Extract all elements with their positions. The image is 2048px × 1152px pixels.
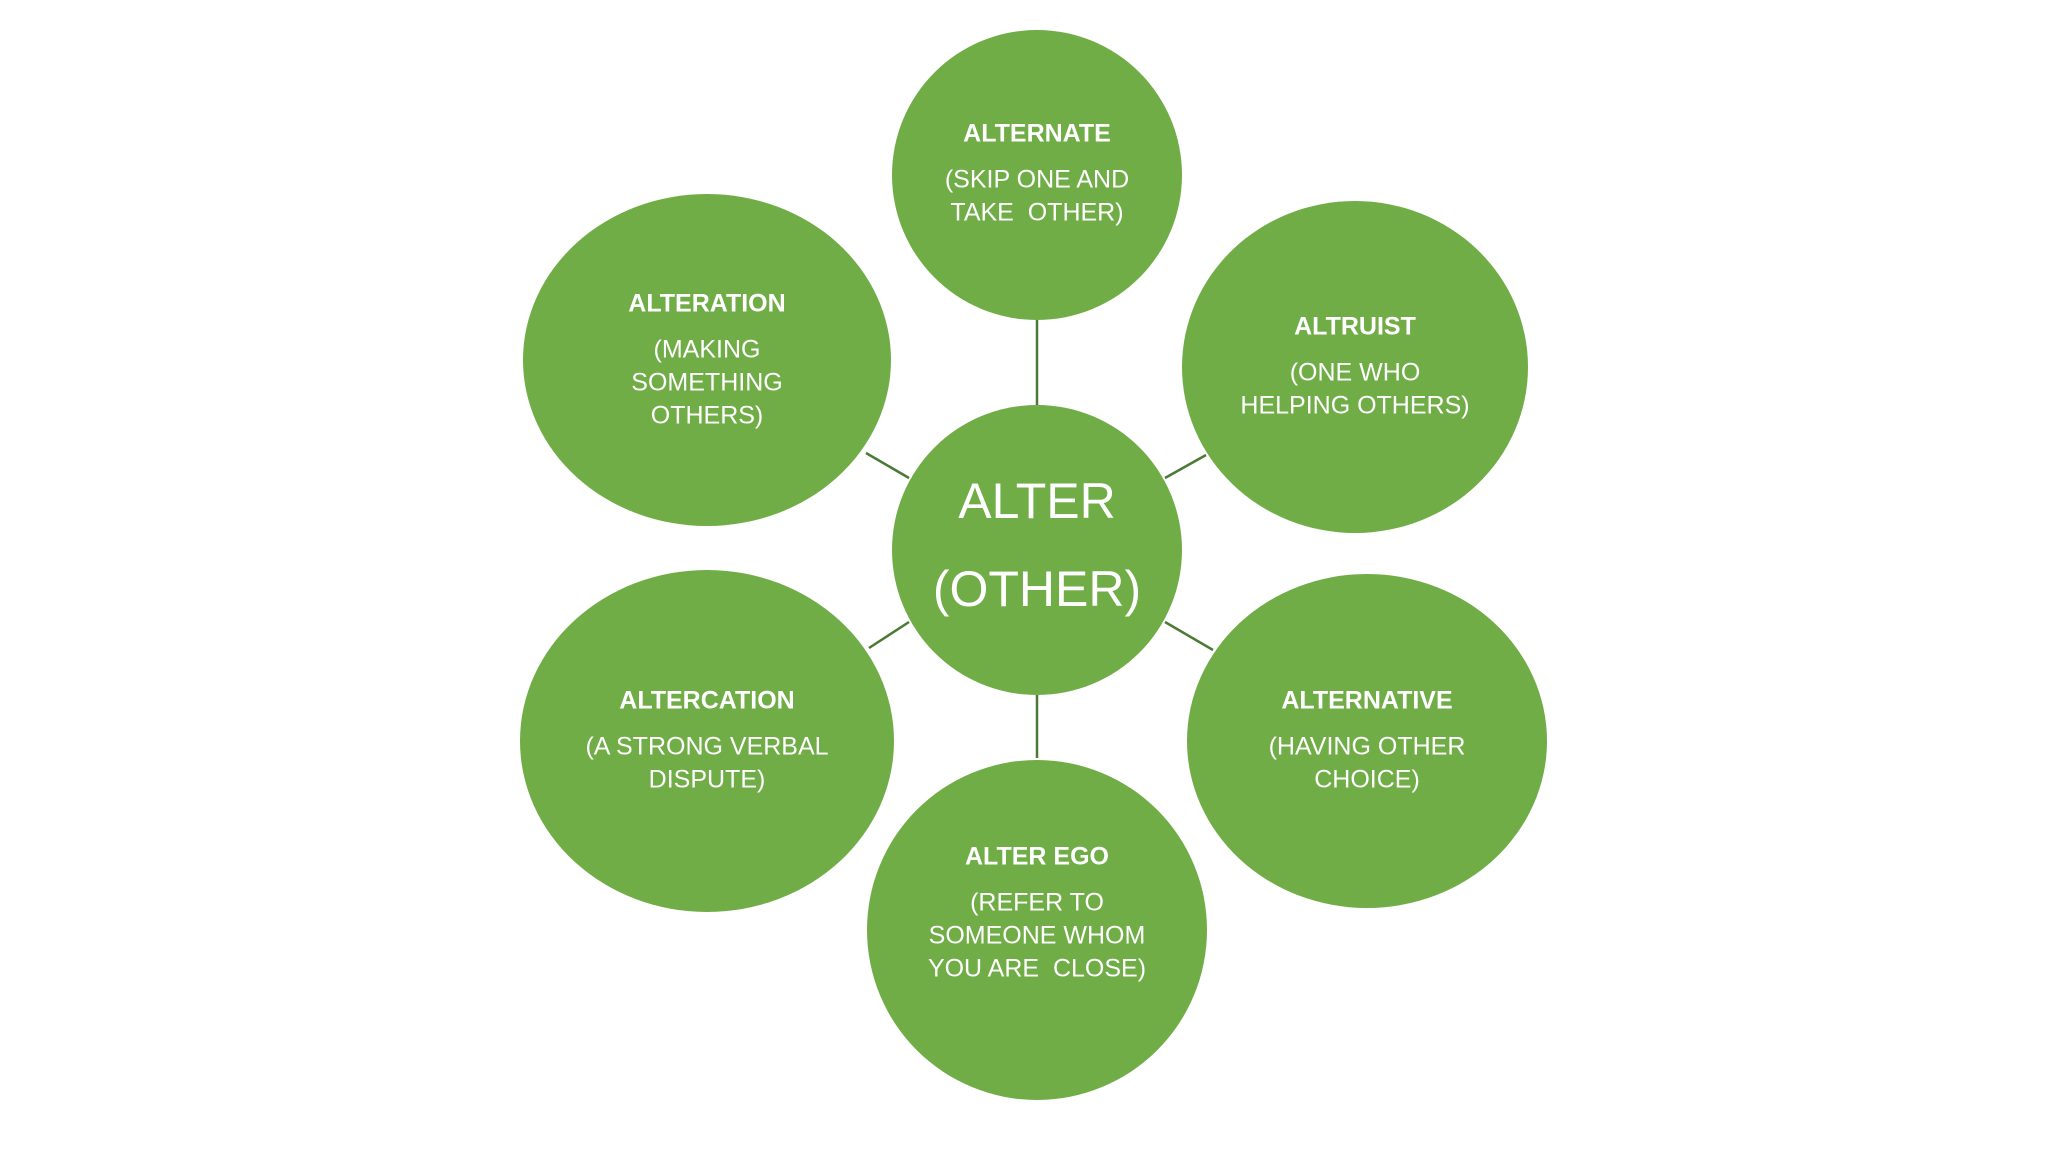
center-label-line1: ALTER	[958, 473, 1115, 529]
node-circle-alternate	[892, 30, 1182, 320]
connector-alternative	[1164, 620, 1214, 652]
node-circle-altruist	[1182, 201, 1528, 533]
connector-altruist	[1164, 453, 1207, 480]
node-desc-line-alteration: SOMETHING	[631, 369, 782, 397]
node-title-alternative: ALTERNATIVE	[1281, 687, 1452, 715]
node-desc-line-alter-ego: (REFER TO	[970, 889, 1104, 917]
node-title-altercation: ALTERCATION	[619, 687, 794, 715]
node-desc-line-alteration: (MAKING	[654, 336, 761, 364]
node-circle-alternative	[1187, 574, 1547, 908]
node-desc-line-alternative: CHOICE)	[1314, 766, 1420, 794]
connector-lines	[865, 320, 1214, 758]
center-node: ALTER (OTHER)	[892, 405, 1182, 695]
node-circle-alter-ego	[867, 760, 1207, 1100]
node-alter-ego: ALTER EGO (REFER TO SOMEONE WHOM YOU ARE CL…	[867, 760, 1207, 1100]
node-circle-altercation	[520, 570, 894, 912]
node-title-alteration: ALTERATION	[628, 290, 785, 318]
node-desc-line-altercation: DISPUTE)	[649, 766, 766, 794]
node-title-alternate: ALTERNATE	[963, 120, 1111, 148]
node-desc-line-alter-ego: SOMEONE WHOM	[929, 922, 1146, 950]
node-alternative: ALTERNATIVE (HAVING OTHER CHOICE)	[1187, 574, 1547, 908]
node-desc-line-alternate: TAKE OTHER)	[950, 199, 1123, 227]
outer-nodes: ALTERNATE (SKIP ONE AND TAKE OTHER) ALTRUIS…	[520, 30, 1547, 1100]
connector-alteration	[865, 451, 910, 480]
node-circle-alteration	[523, 194, 891, 526]
center-circle	[892, 405, 1182, 695]
connector-altercation	[868, 620, 910, 650]
node-altruist: ALTRUIST (ONE WHO HELPING OTHERS)	[1182, 201, 1528, 533]
node-alternate: ALTERNATE (SKIP ONE AND TAKE OTHER)	[892, 30, 1182, 320]
node-desc-line-altercation: (A STRONG VERBAL	[585, 733, 828, 761]
node-altercation: ALTERCATION (A STRONG VERBAL DISPUTE)	[520, 570, 894, 912]
node-desc-line-alternative: (HAVING OTHER	[1269, 733, 1466, 761]
center-label-line2: (OTHER)	[933, 561, 1141, 617]
node-title-altruist: ALTRUIST	[1294, 313, 1416, 341]
node-title-alter-ego: ALTER EGO	[965, 843, 1109, 871]
node-desc-line-alteration: OTHERS)	[651, 402, 764, 430]
node-alteration: ALTERATION (MAKING SOMETHING OTHERS)	[523, 194, 891, 526]
node-desc-line-alternate: (SKIP ONE AND	[945, 166, 1129, 194]
node-desc-line-alter-ego: YOU ARE CLOSE)	[928, 955, 1146, 983]
node-desc-line-altruist: HELPING OTHERS)	[1240, 392, 1469, 420]
node-desc-line-altruist: (ONE WHO	[1290, 359, 1421, 387]
